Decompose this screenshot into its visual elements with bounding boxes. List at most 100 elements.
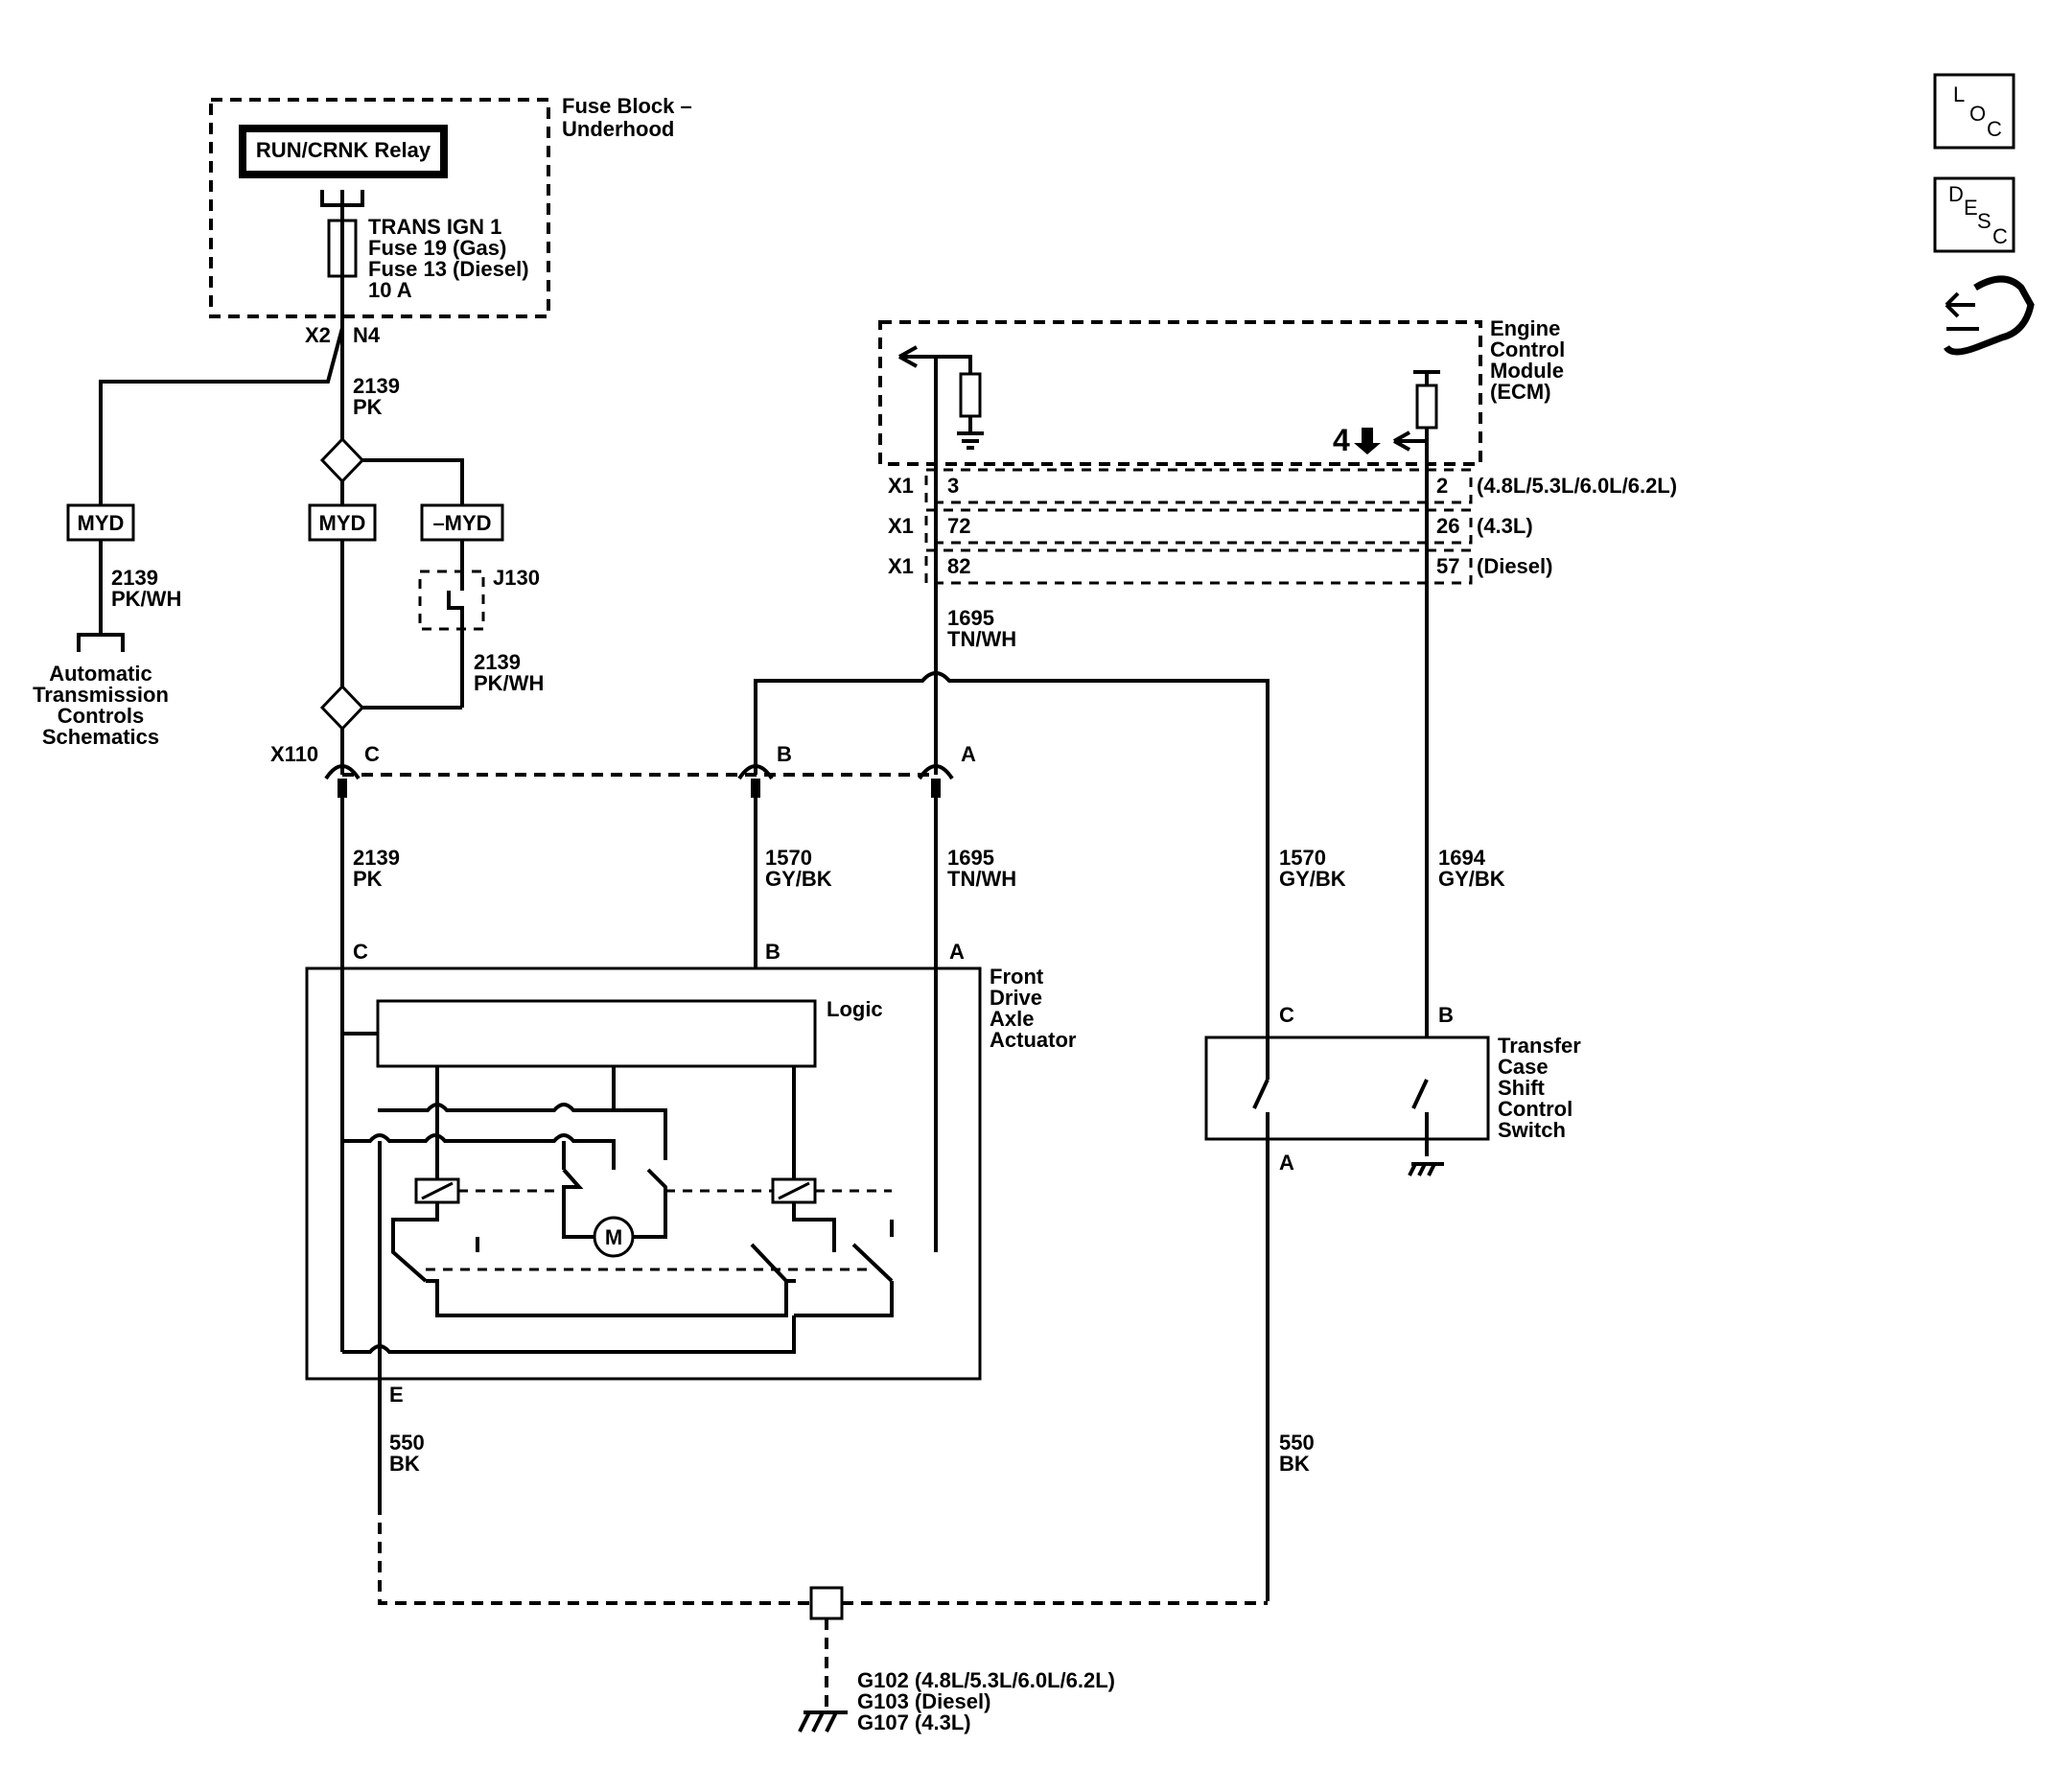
wire-2139-atc-number: 2139 [111, 566, 158, 590]
wire-2139-top-number: 2139 [353, 374, 400, 398]
wire-550-right-number: 550 [1279, 1431, 1315, 1455]
ecm-row-2-note: (4.3L) [1477, 514, 1533, 538]
wire-2139-left-branch [99, 327, 344, 508]
wire-1695-lower-number: 1695 [947, 846, 994, 870]
actuator-logic-block [376, 999, 817, 1068]
switch-title-3: Shift [1498, 1076, 1546, 1100]
fuse-block-boundary [209, 98, 550, 318]
atc-line-3: Controls [58, 704, 144, 728]
run-crnk-relay-label: RUN/CRNK Relay [256, 138, 431, 162]
description-view-button[interactable]: D E S C [1933, 176, 2015, 253]
loc-letter-o: O [1969, 102, 1986, 126]
splice-j130-symbol [447, 571, 464, 629]
relay-contact-common-1 [426, 1279, 796, 1317]
location-view-button[interactable]: L O C [1933, 73, 2015, 150]
desc-letter-s: S [1977, 209, 1992, 233]
option-myd-left-label: MYD [78, 511, 125, 535]
option-not-myd [420, 503, 504, 542]
desc-letter-e: E [1964, 196, 1978, 220]
actuator-title-2: Drive [990, 986, 1042, 1010]
ecm-row-2-boundary [924, 508, 1473, 545]
ground-g102: G102 (4.8L/5.3L/6.0L/6.2L) [857, 1668, 1115, 1692]
option-split-bottom [319, 684, 365, 732]
actuator-logic-label: Logic [827, 997, 883, 1021]
ecm-title-3: Module [1490, 359, 1564, 383]
switch-pin-a: A [1279, 1151, 1294, 1175]
ecm-row-1-left-pin: 3 [947, 474, 959, 498]
actuator-pin-a: A [949, 940, 965, 964]
actuator-title-1: Front [990, 965, 1044, 989]
wire-2139-lower-number: 2139 [353, 846, 400, 870]
ecm-row-3-boundary [924, 548, 1473, 585]
motor-icon [593, 1216, 635, 1258]
wire-2139-atc-color: PK/WH [111, 587, 181, 611]
wire-550-left-color: BK [389, 1452, 420, 1476]
ecm-row-3-note: (Diesel) [1477, 554, 1552, 578]
actuator-upper-bus [378, 1103, 667, 1160]
ecm-row-1-right-pin: 2 [1436, 474, 1448, 498]
splice-j130-boundary [418, 570, 485, 631]
run-crnk-relay-box [239, 125, 448, 178]
switch-title-1: Transfer [1498, 1034, 1581, 1058]
atc-line-2: Transmission [33, 683, 169, 707]
option-myd-center-label: MYD [319, 511, 366, 535]
ecm-internal-arrow-left [898, 345, 918, 368]
wire-1570-switch-number: 1570 [1279, 846, 1326, 870]
ground-g103: G103 (Diesel) [857, 1689, 990, 1713]
connector-x2: X2 [305, 323, 331, 347]
x110-pin-a: A [961, 742, 976, 766]
wire-1695-ecm-color: TN/WH [947, 627, 1016, 651]
page-ref-number: 4 [1333, 423, 1350, 457]
connector-n4: N4 [353, 323, 381, 347]
switch-title-4: Control [1498, 1097, 1572, 1121]
ecm-title-2: Control [1490, 337, 1565, 361]
fuse-rating: 10 A [368, 278, 412, 302]
x110-terminals [324, 764, 954, 798]
relay-contact-right-a [792, 1202, 836, 1252]
switch-title-5: Switch [1498, 1118, 1566, 1142]
switch-contact-c [1252, 1079, 1270, 1109]
component-view-hand-icon[interactable] [1944, 275, 2035, 356]
wire-1695-ecm-number: 1695 [947, 606, 994, 630]
ground-splice-icon [809, 1586, 844, 1620]
ecm-internal-arrow-right [1393, 431, 1427, 452]
loc-letter-l: L [1953, 82, 1965, 106]
ecm-boundary [878, 320, 1482, 466]
ground-bus-dashed [378, 1503, 1268, 1605]
ecm-row-1-x1: X1 [888, 474, 914, 498]
ground-g107: G107 (4.3L) [857, 1711, 971, 1734]
ecm-row-3-right-pin: 57 [1436, 554, 1459, 578]
switch-title-2: Case [1498, 1055, 1549, 1079]
ecm-title-1: Engine [1490, 316, 1560, 340]
actuator-pin-e: E [389, 1383, 404, 1407]
ecm-row-2-left-pin: 72 [947, 514, 970, 538]
actuator-pin-c: C [353, 940, 368, 964]
relay-contact-left-a [391, 1202, 439, 1283]
wire-1570-lower-color: GY/BK [765, 867, 832, 891]
ecm-row-3-left-pin: 82 [947, 554, 970, 578]
fuse-name: TRANS IGN 1 [368, 215, 501, 239]
wire-1694-number: 1694 [1438, 846, 1486, 870]
wire-1570-lower-number: 1570 [765, 846, 812, 870]
switch-pin-c: C [1279, 1003, 1294, 1027]
wire-1570-bus [754, 671, 1270, 1037]
option-not-myd-label: –MYD [432, 511, 491, 535]
fuse-block-title-2: Underhood [562, 117, 674, 141]
connector-x110-label: X110 [270, 742, 318, 766]
ecm-pullup-resistor [1415, 384, 1438, 430]
down-arrow-icon [1354, 428, 1381, 454]
actuator-pin-b: B [765, 940, 780, 964]
desc-letter-d: D [1948, 182, 1964, 206]
switch-pin-b: B [1438, 1003, 1454, 1027]
wire-1694-color: GY/BK [1438, 867, 1505, 891]
x110-pin-b: B [777, 742, 792, 766]
splice-j130-label: J130 [493, 566, 540, 590]
chassis-ground-icon [798, 1711, 848, 1733]
switch-case-ground-icon [1408, 1162, 1444, 1176]
ecm-row-2-x1: X1 [888, 514, 914, 538]
atc-connector-symbol [77, 633, 125, 652]
wire-550-left-number: 550 [389, 1431, 425, 1455]
ecm-row-1-note: (4.8L/5.3L/6.0L/6.2L) [1477, 474, 1677, 498]
wire-1695-lower-color: TN/WH [947, 867, 1016, 891]
